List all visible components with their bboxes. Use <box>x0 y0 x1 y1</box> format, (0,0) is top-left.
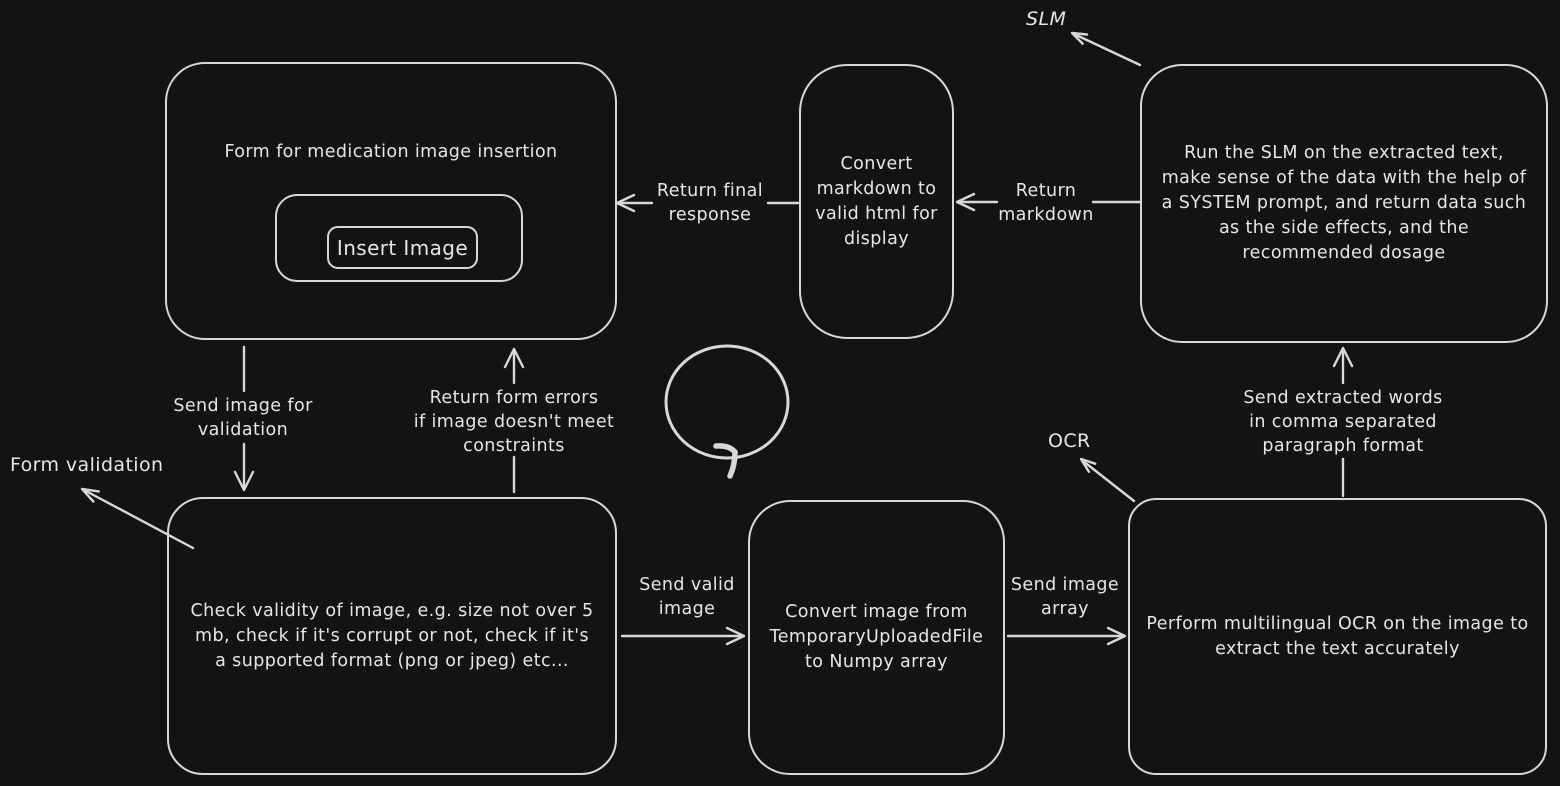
arrow-send-valid-image <box>620 626 746 646</box>
circle-doodle <box>664 344 790 479</box>
node-slm-text: Run the SLM on the extracted text, make … <box>1161 143 1527 263</box>
node-form-title: Form for medication image insertion <box>224 142 558 162</box>
arrow-send-image-array <box>1006 626 1127 646</box>
node-ocr-box: Perform multilingual OCR on the image to… <box>1128 498 1547 775</box>
node-insert-image-frame: Insert Image <box>275 194 523 282</box>
node-validation-box: Check validity of image, e.g. size not o… <box>167 497 617 775</box>
node-markdown-converter-box: Convert markdown to valid html for displ… <box>799 64 954 339</box>
node-validation-text: Check validity of image, e.g. size not o… <box>190 600 594 671</box>
node-ocr-text: Perform multilingual OCR on the image to… <box>1146 613 1529 659</box>
edge-label-return-final-response: Return final response <box>656 181 764 225</box>
node-numpy-converter-text: Convert image from TemporaryUploadedFile… <box>769 602 984 672</box>
edge-label-send-image-array: Send image array <box>1010 575 1120 619</box>
node-form-box: Form for medication image insertion Inse… <box>165 62 617 340</box>
edge-label-return-markdown: Return markdown <box>998 181 1094 225</box>
arrow-ocr-annotation <box>1079 457 1136 503</box>
arrow-slm-annotation <box>1070 31 1142 67</box>
annotation-ocr: OCR <box>1048 430 1091 452</box>
node-slm-box: Run the SLM on the extracted text, make … <box>1140 64 1548 343</box>
edge-label-send-extracted-words: Send extracted words in comma separated … <box>1243 388 1443 456</box>
insert-image-button: Insert Image <box>327 226 478 269</box>
edge-label-send-valid-image: Send valid image <box>639 575 735 619</box>
insert-image-button-label: Insert Image <box>336 235 469 260</box>
edge-label-return-form-errors: Return form errors if image doesn't meet… <box>413 388 615 456</box>
node-markdown-converter-text: Convert markdown to valid html for displ… <box>815 153 938 249</box>
annotation-form-validation: Form validation <box>10 454 164 476</box>
node-numpy-converter-box: Convert image from TemporaryUploadedFile… <box>748 500 1005 775</box>
annotation-slm: SLM <box>1026 8 1067 30</box>
edge-label-send-image-for-validation: Send image for validation <box>173 396 313 440</box>
